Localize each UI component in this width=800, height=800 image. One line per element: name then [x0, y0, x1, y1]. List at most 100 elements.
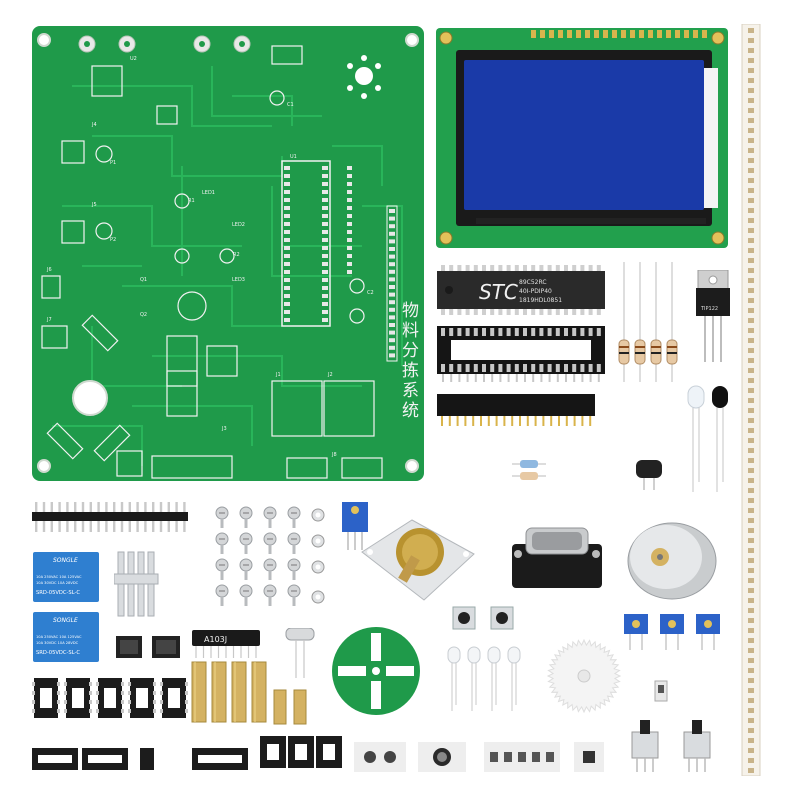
silk-label: J2: [327, 372, 333, 378]
silk-label: J3: [221, 426, 227, 432]
relay-rating-1: 10A 250VAC 10A 125VAC: [36, 635, 82, 639]
pin-header-long: [437, 392, 597, 426]
main-pcb: U2 J4 J5 J6 J7 J8 J1 J2 J3 R1 R2 LED1 LE…: [32, 26, 424, 481]
dc-motor: [620, 517, 720, 601]
small-resistors-graphic: [512, 460, 546, 480]
gear-graphic: [546, 638, 622, 714]
relay-rating-2: 10A 30VDC 10A 28VDC: [36, 581, 79, 585]
stepper-motor: [352, 514, 484, 606]
pcb-title-char: 拣: [402, 361, 419, 381]
slide-switch-graphic: [654, 680, 668, 702]
silk-label: P1: [110, 160, 116, 166]
resistors: [610, 262, 690, 382]
resistor-network-graphic: A103J: [192, 630, 260, 658]
male-header-graphic: [32, 502, 188, 532]
dip-socket-group-2: [260, 734, 344, 770]
crystal-graphic: [285, 627, 315, 678]
standoffs-graphic: [191, 661, 307, 725]
trimmer-row: [622, 612, 726, 652]
lcd-graphic: [436, 28, 728, 248]
silk-label: C2: [367, 290, 374, 296]
push-switch: [680, 718, 714, 772]
female-header-strip: [740, 23, 762, 777]
electrolytic-capacitor: [418, 742, 466, 772]
push-switch-graphic: [683, 720, 711, 772]
silk-label: LED3: [232, 277, 245, 283]
to220-graphic: TIP122: [696, 269, 730, 362]
silk-label: J1: [275, 372, 281, 378]
relay-brand: SONGLE: [53, 557, 78, 564]
tact-switch-graphic: [452, 606, 476, 630]
push-switch: [628, 718, 662, 772]
to220-label: TIP122: [700, 306, 718, 312]
stepper-motor-graphic: [361, 519, 475, 601]
ir-leds: [683, 382, 733, 492]
lcd-module: [436, 28, 728, 248]
relay-rating-2: 10A 30VDC 10A 28VDC: [36, 641, 79, 645]
header-strip-graphic: [741, 23, 761, 777]
lcd-screen: [464, 60, 704, 210]
silk-label: U2: [130, 56, 137, 62]
ir-leds-graphic: [687, 385, 728, 492]
push-switch-graphic: [631, 720, 659, 772]
silk-label: Q1: [140, 277, 147, 283]
sensor-module: [354, 742, 406, 772]
relay-brand: SONGLE: [53, 617, 78, 624]
clear-leds-graphic: [447, 646, 521, 711]
relay-1: SONGLE 10A 250VAC 10A 125VAC 10A 30VDC 1…: [33, 552, 99, 602]
silk-label: J5: [91, 202, 97, 208]
pin-header-graphic: [437, 394, 595, 426]
pcb-title-char: 分: [402, 341, 419, 361]
ic-socket-graphic: [437, 326, 605, 382]
mcu-line1: 89C52RC: [519, 279, 547, 286]
resistors-graphic: [618, 262, 678, 382]
tact-switch-graphic: [490, 606, 514, 630]
holder-graphic: [636, 460, 662, 490]
tact-switch: [490, 606, 514, 630]
db9-connector: [506, 524, 608, 592]
male-pin-header: [32, 502, 190, 532]
heatsink: [113, 550, 164, 618]
silk-label: U1: [290, 154, 297, 160]
silk-label: P2: [110, 237, 116, 243]
dip-ic-group: [32, 674, 188, 724]
silk-label: C1: [287, 102, 294, 108]
to220-transistor: TIP122: [693, 269, 733, 362]
relay-rating-1: 10A 250VAC 10A 125VAC: [36, 575, 82, 579]
silk-label: J6: [46, 267, 52, 273]
tact-switch: [452, 606, 476, 630]
silk-label: J8: [331, 452, 337, 458]
pcb-title-char: 统: [402, 401, 419, 421]
brass-standoffs: [190, 660, 310, 726]
mcu-chip: STC 89C52RC 40I-PDIP40 1819HDL0851: [437, 265, 605, 315]
silk-label: J4: [91, 122, 97, 128]
pcb-title-char: 系: [402, 381, 419, 401]
small-resistors: [512, 456, 546, 484]
silk-label: LED2: [232, 222, 245, 228]
dc-motor-graphic: [627, 522, 717, 600]
relay-2: SONGLE 10A 250VAC 10A 125VAC 10A 30VDC 1…: [33, 612, 99, 662]
dip-sockets-2-graphic: [260, 736, 342, 768]
terminal-strip-graphic: [484, 742, 560, 772]
resistor-network-label: A103J: [204, 635, 227, 644]
trimmer-graphic: [342, 502, 368, 550]
mcu-line2: 40I-PDIP40: [519, 288, 552, 295]
silk-label: Q2: [140, 312, 147, 318]
silk-label: LED1: [202, 190, 215, 196]
screws-graphic: [215, 506, 325, 606]
dip-group-graphic: [32, 678, 188, 718]
dip-sockets-graphic: [32, 748, 248, 770]
relay-2-graphic: SONGLE 10A 250VAC 10A 125VAC 10A 30VDC 1…: [33, 612, 99, 662]
smd-graphic: [574, 742, 604, 772]
terminal-strip: [484, 742, 560, 772]
silk-label: R2: [233, 252, 240, 258]
capacitor-graphic: [418, 742, 466, 772]
crystal-oscillator-holder: [634, 458, 664, 490]
resistor-network: A103J: [192, 628, 262, 658]
silk-label: R1: [188, 198, 195, 204]
relay-model: SRD-05VDC-SL-C: [36, 650, 80, 656]
ic-socket: [437, 322, 605, 382]
clear-leds: [446, 645, 526, 711]
dip40-footprint-pads: [284, 166, 328, 322]
white-gear: [544, 636, 624, 716]
